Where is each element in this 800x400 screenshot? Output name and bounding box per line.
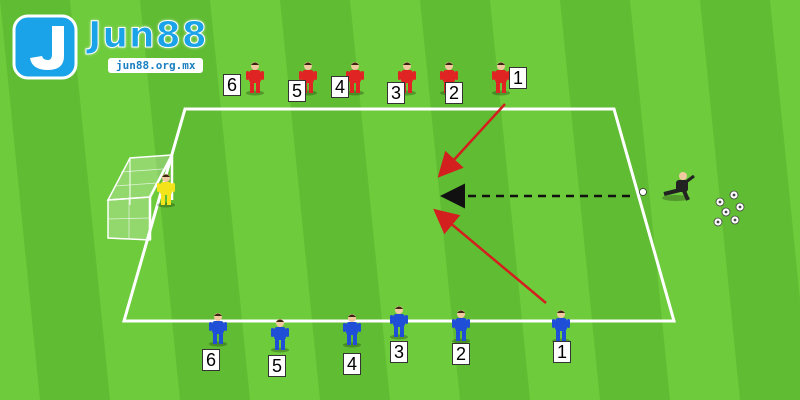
blue-player-5 xyxy=(271,319,289,353)
blue-label-6: 6 xyxy=(202,349,221,371)
drill-area-boundary xyxy=(122,107,676,323)
blue-player-4 xyxy=(343,314,361,348)
blue-player-3 xyxy=(390,306,408,340)
brand-logo: Jun88 jun88.org.mx xyxy=(12,14,222,80)
red-player-4 xyxy=(346,62,364,96)
run-arrow-blue-1 xyxy=(433,208,547,304)
red-player-1 xyxy=(492,62,510,96)
red-label-5: 5 xyxy=(288,80,307,102)
blue-label-4: 4 xyxy=(343,353,362,375)
run-arrow-red-1 xyxy=(437,103,506,178)
goal xyxy=(106,154,174,241)
jun88-logo-icon xyxy=(12,14,78,80)
ball xyxy=(639,188,647,196)
blue-label-2: 2 xyxy=(452,343,471,365)
red-label-2: 2 xyxy=(445,82,464,104)
brand-url: jun88.org.mx xyxy=(108,58,204,73)
red-label-1: 1 xyxy=(509,67,528,89)
blue-label-5: 5 xyxy=(268,355,287,377)
red-label-3: 3 xyxy=(387,82,406,104)
blue-label-1: 1 xyxy=(553,341,572,363)
blue-label-3: 3 xyxy=(390,341,409,363)
coach xyxy=(639,172,695,201)
blue-player-2 xyxy=(452,310,470,344)
red-player-6 xyxy=(246,62,264,96)
brand-name: Jun88 xyxy=(88,15,208,56)
goalkeeper xyxy=(157,174,175,208)
red-label-4: 4 xyxy=(331,76,350,98)
red-label-6: 6 xyxy=(223,74,242,96)
blue-player-6 xyxy=(209,313,227,347)
